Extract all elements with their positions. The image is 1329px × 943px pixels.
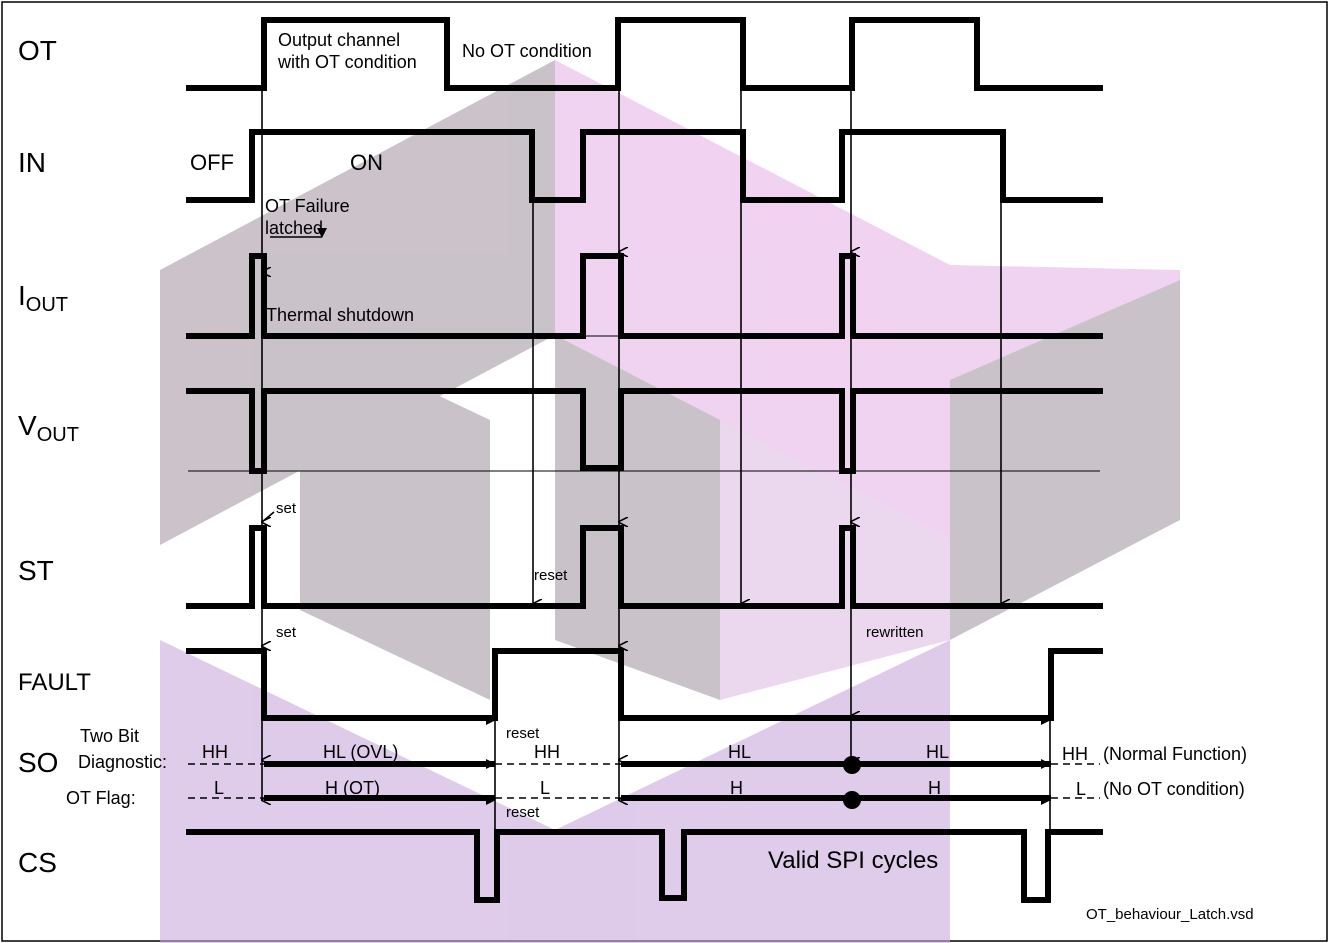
annotation-valid-spi: Valid SPI cycles bbox=[768, 847, 938, 874]
annotation-reset-st: reset bbox=[534, 567, 568, 584]
annotation-output-channel-1: Output channel bbox=[278, 30, 400, 50]
annotation-no-ot-condition: No OT condition bbox=[462, 41, 592, 61]
diag-state-hh-1: HH bbox=[202, 742, 228, 762]
signal-label-so: SO bbox=[18, 747, 58, 778]
causality-arrows bbox=[262, 20, 1051, 832]
row-label-two-bit: Two Bit bbox=[80, 726, 139, 746]
row-label-diagnostic: Diagnostic: bbox=[78, 752, 167, 772]
annotation-reset-fault: reset bbox=[506, 725, 540, 742]
flag-state-h-ot: H (OT) bbox=[325, 778, 380, 798]
signal-labels: OT IN IOUT VOUT ST FAULT SO CS Two Bit D… bbox=[18, 35, 167, 878]
annotations: Output channel with OT condition No OT c… bbox=[190, 30, 1254, 923]
diag-state-hl-ovl: HL (OVL) bbox=[323, 742, 398, 762]
signal-label-st: ST bbox=[18, 555, 54, 586]
signal-label-iout: IOUT bbox=[18, 280, 68, 316]
flag-state-l-2: L bbox=[540, 778, 550, 798]
diag-state-hl-2: HL bbox=[728, 742, 751, 762]
signal-label-cs: CS bbox=[18, 847, 57, 878]
signal-label-fault: FAULT bbox=[18, 669, 91, 696]
annotation-set-st: set bbox=[276, 500, 297, 517]
flag-state-l-3: L bbox=[1076, 779, 1086, 799]
annotation-ot-failure: OT Failure bbox=[265, 196, 350, 216]
flag-state-h-2: H bbox=[730, 778, 743, 798]
annotation-on: ON bbox=[350, 150, 383, 175]
diag-state-labels: HH HL (OVL) HH HL HL HH (Normal Function… bbox=[202, 742, 1247, 764]
waveform-fault bbox=[186, 648, 1103, 721]
annotation-rewritten: rewritten bbox=[866, 624, 924, 641]
flag-state-labels: L H (OT) L H H L (No OT condition) bbox=[214, 778, 1245, 799]
annotation-output-channel-2: with OT condition bbox=[277, 52, 417, 72]
diag-state-hh-2: HH bbox=[534, 742, 560, 762]
flag-state-no-ot: (No OT condition) bbox=[1103, 779, 1245, 799]
annotation-filename: OT_behaviour_Latch.vsd bbox=[1086, 906, 1254, 923]
waveform-cs bbox=[186, 829, 1103, 903]
diag-state-hh-3: HH bbox=[1062, 744, 1088, 764]
rewrite-dot-flag bbox=[843, 791, 861, 809]
signal-label-in: IN bbox=[18, 147, 46, 178]
waveform-ot bbox=[186, 17, 1103, 91]
flag-state-h-3: H bbox=[928, 778, 941, 798]
row-label-ot-flag: OT Flag: bbox=[66, 788, 136, 808]
annotation-latched: latched bbox=[265, 218, 323, 238]
flag-state-l-1: L bbox=[214, 778, 224, 798]
so-dashed-segments bbox=[188, 763, 1100, 799]
signal-label-vout: VOUT bbox=[18, 410, 79, 446]
waveform-in bbox=[186, 129, 1103, 203]
annotation-reset-otflag: reset bbox=[506, 804, 540, 821]
diag-state-normal: (Normal Function) bbox=[1103, 744, 1247, 764]
annotation-set-fault: set bbox=[276, 624, 297, 641]
signal-label-ot: OT bbox=[18, 35, 57, 66]
annotation-off: OFF bbox=[190, 150, 234, 175]
diag-state-hl-3: HL bbox=[926, 742, 949, 762]
rewrite-dot-diag bbox=[843, 756, 861, 774]
annotation-thermal-shutdown: Thermal shutdown bbox=[266, 305, 414, 325]
